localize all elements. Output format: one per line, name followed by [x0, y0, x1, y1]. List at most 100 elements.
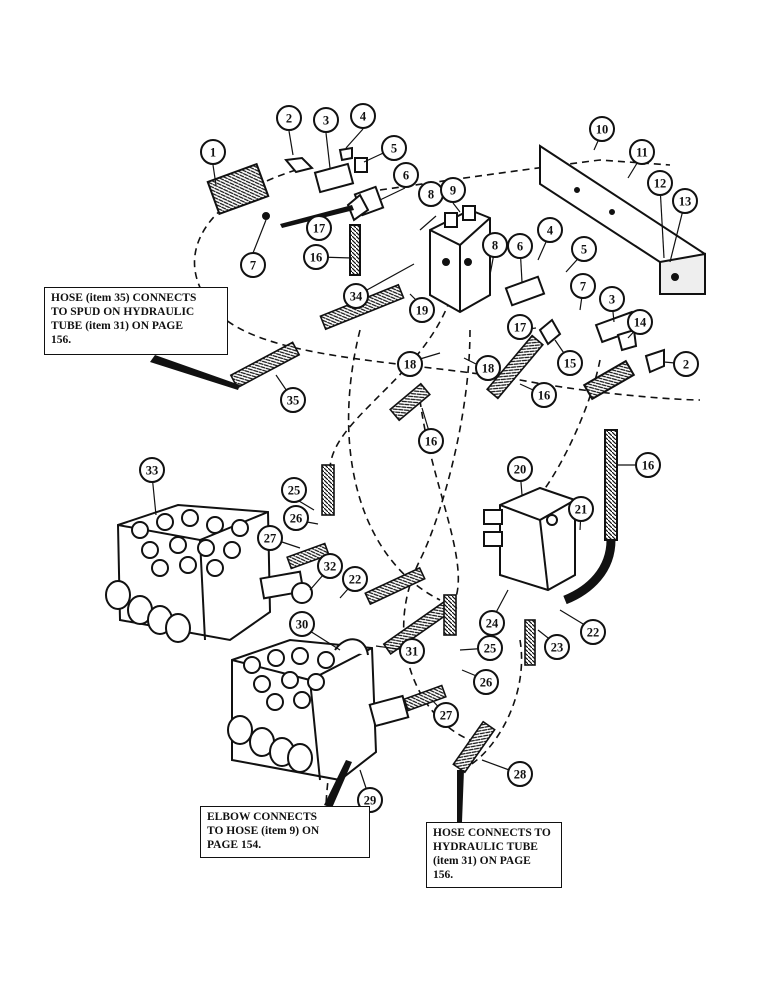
- part-callout-number: 34: [350, 290, 363, 304]
- part-callout-23: 23: [544, 634, 570, 660]
- part-callout-3: 3: [313, 107, 339, 133]
- part-callout-circle: [580, 619, 606, 645]
- part-callout-2: 2: [276, 105, 302, 131]
- part-callout-number: 16: [538, 389, 551, 403]
- part-callout-circle: [477, 635, 503, 661]
- part-callout-circle: [544, 634, 570, 660]
- part-callout-12: 12: [647, 170, 673, 196]
- part-callout-number: 27: [264, 532, 277, 546]
- part-callout-circle: [647, 170, 673, 196]
- part-callout-number: 25: [288, 484, 301, 498]
- part-callout-8: 8: [482, 232, 508, 258]
- part-callout-number: 35: [287, 394, 300, 408]
- part-callout-5: 5: [381, 135, 407, 161]
- note-hose-35: HOSE (item 35) CONNECTS TO SPUD ON HYDRA…: [44, 287, 228, 355]
- note-elbow-line-3: PAGE 154.: [207, 839, 262, 851]
- part-callout-6: 6: [507, 233, 533, 259]
- part-callout-35: 35: [280, 387, 306, 413]
- part-callout-number: 29: [364, 794, 377, 808]
- part-callout-2: 2: [673, 351, 699, 377]
- part-callout-number: 33: [146, 464, 159, 478]
- note-hose-28-line-1: HOSE CONNECTS TO: [433, 827, 551, 839]
- part-callout-number: 26: [290, 512, 303, 526]
- part-callout-circle: [350, 103, 376, 129]
- part-callout-circle: [276, 105, 302, 131]
- part-callout-1: 1: [200, 139, 226, 165]
- part-callout-24: 24: [479, 610, 505, 636]
- part-callout-number: 15: [564, 357, 577, 371]
- part-callout-circle: [571, 236, 597, 262]
- part-callout-circle: [433, 702, 459, 728]
- part-callout-circle: [342, 566, 368, 592]
- part-callout-circle: [507, 456, 533, 482]
- part-callout-16: 16: [418, 428, 444, 454]
- part-callout-8: 8: [418, 181, 444, 207]
- part-callout-circle: [507, 761, 533, 787]
- part-callout-circle: [537, 217, 563, 243]
- part-callout-number: 14: [634, 316, 647, 330]
- part-callout-number: 32: [324, 560, 337, 574]
- part-callout-number: 27: [440, 709, 453, 723]
- part-callout-number: 5: [391, 142, 397, 156]
- part-callout-13: 13: [672, 188, 698, 214]
- part-callout-number: 17: [313, 222, 326, 236]
- part-callout-number: 10: [596, 123, 609, 137]
- part-callout-17: 17: [306, 215, 332, 241]
- part-callout-number: 2: [683, 358, 689, 372]
- part-callout-circle: [343, 283, 369, 309]
- part-callout-circle: [280, 387, 306, 413]
- part-callout-circle: [240, 252, 266, 278]
- part-callout-circle: [409, 297, 435, 323]
- part-callout-circle: [627, 309, 653, 335]
- part-callout-19: 19: [409, 297, 435, 323]
- part-callout-circle: [313, 107, 339, 133]
- part-callout-14: 14: [627, 309, 653, 335]
- part-callout-16: 16: [531, 382, 557, 408]
- part-callout-circle: [475, 355, 501, 381]
- part-callout-number: 18: [482, 362, 495, 376]
- part-callout-circle: [393, 162, 419, 188]
- part-callout-circle: [507, 233, 533, 259]
- note-hose-28-line-2: HYDRAULIC TUBE: [433, 841, 538, 853]
- part-callout-25: 25: [281, 477, 307, 503]
- part-callout-number: 21: [575, 503, 588, 517]
- part-callout-4: 4: [537, 217, 563, 243]
- part-callout-circle: [672, 188, 698, 214]
- note-hose-28: HOSE CONNECTS TO HYDRAULIC TUBE (item 31…: [426, 822, 562, 888]
- part-callout-circle: [599, 286, 625, 312]
- part-callout-25: 25: [477, 635, 503, 661]
- part-callout-circle: [289, 611, 315, 637]
- part-callout-circle: [257, 525, 283, 551]
- part-callout-28: 28: [507, 761, 533, 787]
- part-callout-number: 25: [484, 642, 497, 656]
- part-callout-circle: [589, 116, 615, 142]
- part-callout-number: 22: [587, 626, 600, 640]
- part-callout-number: 7: [580, 280, 586, 294]
- part-callout-circle: [281, 477, 307, 503]
- part-callout-number: 3: [323, 114, 329, 128]
- part-callout-number: 17: [514, 321, 527, 335]
- note-hose-35-line-4: 156.: [51, 334, 72, 346]
- part-callout-circle: [399, 638, 425, 664]
- part-callout-17: 17: [507, 314, 533, 340]
- part-callout-circle: [397, 351, 423, 377]
- part-callout-33: 33: [139, 457, 165, 483]
- part-callout-number: 6: [403, 169, 409, 183]
- part-callout-16: 16: [303, 244, 329, 270]
- part-callout-circle: [200, 139, 226, 165]
- part-callout-circle: [317, 553, 343, 579]
- part-callout-26: 26: [473, 669, 499, 695]
- part-callout-circle: [507, 314, 533, 340]
- part-callout-34: 34: [343, 283, 369, 309]
- part-callout-number: 1: [210, 146, 216, 160]
- part-callout-26: 26: [283, 505, 309, 531]
- part-callout-number: 31: [406, 645, 419, 659]
- part-callout-number: 24: [486, 617, 499, 631]
- part-callout-circle: [303, 244, 329, 270]
- part-callout-circle: [283, 505, 309, 531]
- note-hose-28-line-4: 156.: [433, 869, 454, 881]
- part-callout-30: 30: [289, 611, 315, 637]
- part-callout-number: 16: [642, 459, 655, 473]
- part-callout-10: 10: [589, 116, 615, 142]
